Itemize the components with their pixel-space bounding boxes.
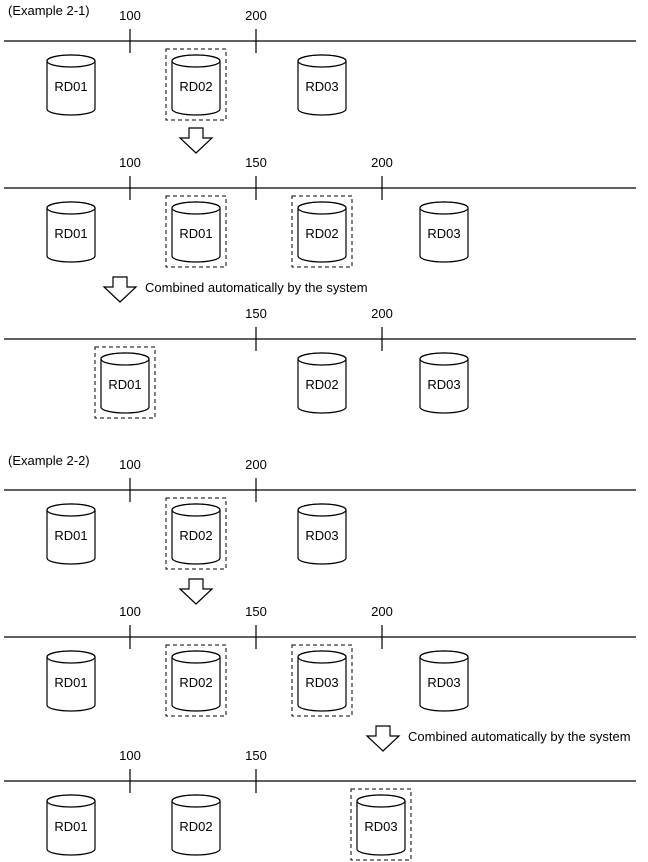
boundary-value: 100 xyxy=(119,457,141,472)
disk-label: RD03 xyxy=(427,377,460,392)
disk-top xyxy=(100,352,150,366)
disk-top xyxy=(356,794,406,808)
boundary-value: 100 xyxy=(119,604,141,619)
boundary-value: 150 xyxy=(245,155,267,170)
down-arrow-icon xyxy=(178,578,214,605)
disk-label: RD01 xyxy=(54,675,87,690)
disk-label: RD02 xyxy=(305,226,338,241)
disk-label: RD01 xyxy=(54,528,87,543)
selection-box xyxy=(291,195,353,268)
down-arrow-icon xyxy=(365,725,401,752)
selection-box xyxy=(165,195,227,268)
boundary-value: 150 xyxy=(245,604,267,619)
selection-box xyxy=(94,346,156,419)
disk-top xyxy=(419,650,469,664)
disk-label: RD03 xyxy=(305,79,338,94)
boundary-value: 100 xyxy=(119,155,141,170)
disk-top xyxy=(419,201,469,215)
boundary-value: 100 xyxy=(119,8,141,23)
boundary-value: 150 xyxy=(245,748,267,763)
disk-label: RD01 xyxy=(179,226,212,241)
disk-top xyxy=(171,54,221,68)
disk-top xyxy=(419,352,469,366)
disk-label: RD03 xyxy=(427,226,460,241)
down-arrow-icon xyxy=(178,127,214,154)
disk-top xyxy=(46,503,96,517)
disk-top xyxy=(46,650,96,664)
disk-top xyxy=(171,201,221,215)
disk-label: RD01 xyxy=(108,377,141,392)
boundary-value: 200 xyxy=(245,8,267,23)
disk-label: RD01 xyxy=(54,819,87,834)
example-title: (Example 2-2) xyxy=(8,453,90,468)
boundary-value: 150 xyxy=(245,306,267,321)
disk-label: RD01 xyxy=(54,226,87,241)
disk-label: RD03 xyxy=(427,675,460,690)
down-arrow-icon xyxy=(102,276,138,303)
disk-top xyxy=(171,650,221,664)
disk-label: RD03 xyxy=(305,675,338,690)
example-title: (Example 2-1) xyxy=(8,3,90,18)
combine-note: Combined automatically by the system xyxy=(408,729,631,744)
selection-box xyxy=(165,644,227,717)
disk-top xyxy=(297,650,347,664)
boundary-value: 200 xyxy=(371,155,393,170)
disk-label: RD03 xyxy=(305,528,338,543)
boundary-value: 200 xyxy=(371,306,393,321)
disk-label: RD02 xyxy=(179,675,212,690)
disk-label: RD01 xyxy=(54,79,87,94)
boundary-value: 100 xyxy=(119,748,141,763)
disk-top xyxy=(297,54,347,68)
selection-box xyxy=(165,48,227,121)
boundary-value: 200 xyxy=(371,604,393,619)
disk-top xyxy=(46,794,96,808)
selection-box xyxy=(350,788,412,861)
boundary-value: 200 xyxy=(245,457,267,472)
disk-top xyxy=(297,503,347,517)
disk-label: RD02 xyxy=(179,528,212,543)
disk-top xyxy=(46,201,96,215)
selection-box xyxy=(165,497,227,570)
disk-top xyxy=(46,54,96,68)
disk-label: RD02 xyxy=(305,377,338,392)
disk-label: RD02 xyxy=(179,819,212,834)
combine-note: Combined automatically by the system xyxy=(145,280,368,295)
disk-top xyxy=(171,794,221,808)
disk-top xyxy=(297,201,347,215)
disk-label: RD02 xyxy=(179,79,212,94)
disk-top xyxy=(171,503,221,517)
disk-label: RD03 xyxy=(364,819,397,834)
selection-box xyxy=(291,644,353,717)
disk-top xyxy=(297,352,347,366)
